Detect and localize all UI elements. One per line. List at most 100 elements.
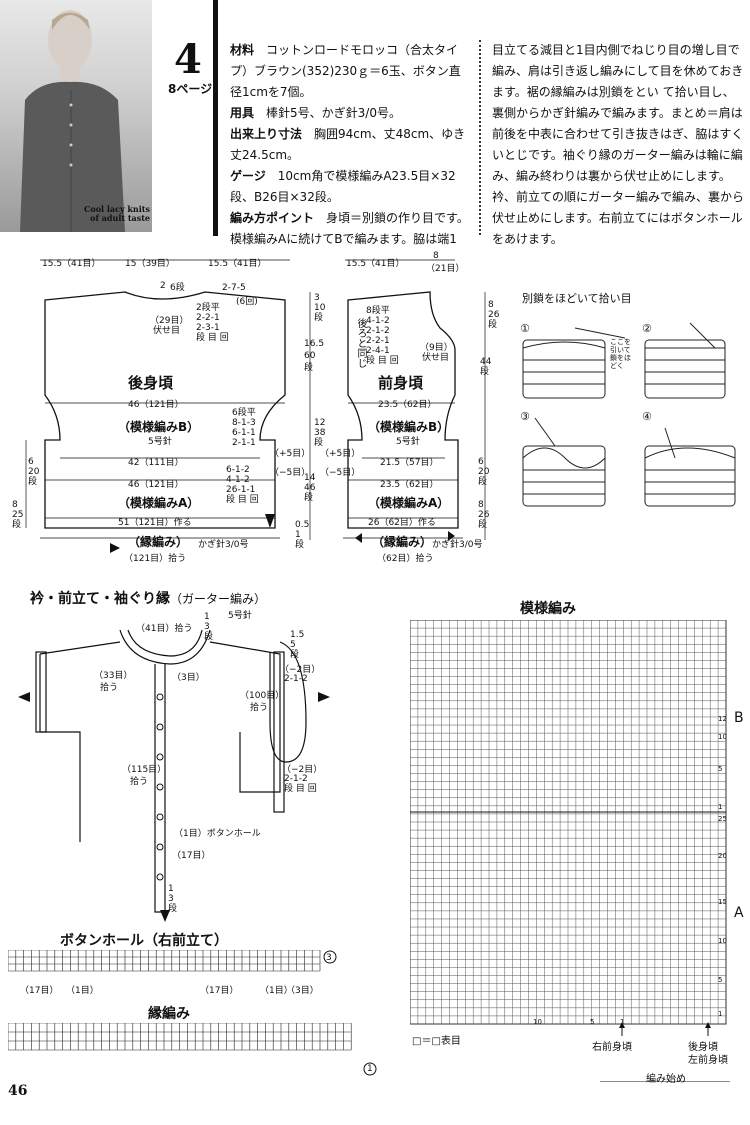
front-title: 前身頃: [378, 374, 424, 392]
pattern-number: 4: [174, 36, 202, 83]
back-shoulder-dec-3: 2-3-1: [196, 323, 220, 333]
front-width-mid: 21.5（57目）: [380, 458, 439, 468]
front-needle-b: 5号針: [396, 437, 420, 447]
pattern-row-a-5: 5: [718, 976, 723, 984]
page-reference: 8ページ: [168, 82, 213, 96]
center-armhole-c: 段: [304, 363, 314, 373]
back-left-rows-2: 8 25 段: [12, 500, 23, 530]
pattern-arrow-back: 後身頃: [688, 1042, 718, 1053]
buttonhole-label-5: （3目）: [286, 986, 319, 996]
buttonhole-label-2: （1目）: [66, 986, 99, 996]
front-body-outline: [347, 291, 459, 529]
back-side-inc-3: 6-1-1: [232, 428, 256, 438]
back-left-rows-2-b: 25: [12, 510, 24, 520]
back-dec-minus: （−5目）: [270, 468, 311, 478]
buttonhole-label-4: （1目）: [260, 986, 293, 996]
front-border-hook: かぎ針3/0号: [432, 540, 483, 550]
front-neck-dec-4: 2-2-1: [366, 336, 390, 346]
back-inc-plus: （+5目）: [270, 449, 311, 459]
provisional-step-2: ②: [642, 322, 652, 335]
back-pattern-b: （模様編みB）: [118, 420, 200, 434]
back-neck-rows: 6段: [170, 283, 185, 293]
armhole-oval: [269, 641, 307, 763]
back-top-dim-2: 15（39目）: [125, 259, 175, 269]
pattern-grid: [410, 620, 727, 1025]
material-label: 材料: [230, 43, 255, 57]
front-neck-dec: 8段平 4-1-2 2-1-2 2-2-1 2-4-1 段 目 回: [366, 306, 399, 366]
instructions-paragraph: 目立てる減目と1目内側でねじり目の増し目で編み、肩は引き返し編みにして目を休めて…: [492, 43, 745, 246]
points-text: 身頃＝別鎖の作り目です。模様編みAに続けてBで編みます。脇は端1: [230, 211, 469, 246]
center-lower: 14 46 段: [304, 473, 315, 503]
front-neck-dec-5: 2-4-1: [366, 346, 390, 356]
collar-seventeen: （17目）: [172, 851, 211, 861]
collar-armhole-dec2: 2-1-2: [284, 674, 308, 684]
collar-buttonhole: （1目）ボタンホール: [174, 829, 261, 839]
back-shoulder-dec-4: 段 目 回: [196, 333, 229, 343]
center-bottom-b: 1: [295, 530, 301, 540]
collar-band: [119, 629, 211, 665]
back-left-rows-1: 6 20 段: [28, 457, 39, 487]
back-shoulder-short: 2-7-5: [222, 283, 246, 293]
pattern-row-b-12: 12: [718, 715, 727, 723]
center-armhole: 16.5 60 段: [304, 338, 324, 374]
collar-subtitle: （ガーター編み）: [170, 592, 267, 606]
back-pick: （121目）拾う: [124, 554, 187, 564]
collar-top-rows-b: 3: [204, 622, 210, 632]
pattern-row-b-5: 5: [718, 765, 723, 773]
collar-title: 衿・前立て・袖ぐり縁（ガーター編み）: [30, 588, 266, 608]
collar-front-pick: （115目）: [122, 765, 167, 775]
front-right-rows-4-c: 段: [478, 520, 488, 530]
left-armhole-arrow: [18, 692, 30, 702]
pattern-row-a-20: 20: [718, 852, 727, 860]
gauge-line: ゲージ 10cm角で模様編みA23.5目×32段、B26目×32段。: [230, 166, 470, 208]
pattern-arrow-left-front: 左前身頃: [688, 1055, 728, 1066]
front-inc-plus: （+5目）: [320, 449, 361, 459]
collar-side-pick: （33目）: [94, 671, 133, 681]
instructions-text: 目立てる減目と1目内側でねじり目の増し目で編み、肩は引き返し編みにして目を休めて…: [492, 40, 744, 250]
text-divider: [479, 40, 481, 235]
front-right-rows-3: 6 20 段: [478, 457, 489, 487]
collar-side-pick2: 拾う: [100, 683, 119, 693]
back-left-rows-2-a: 8: [12, 500, 18, 510]
points-label: 編み方ポイント: [230, 211, 315, 225]
provisional-step-1: ①: [520, 322, 530, 335]
front-top-dim-2: 8: [433, 251, 439, 261]
caption-line-2: of adult taste: [90, 213, 150, 223]
front-same-as-back: 後ろと同じ: [355, 318, 366, 368]
collar-needle: 5号針: [228, 611, 252, 621]
back-shoulder-short-rows: (6回): [236, 297, 258, 307]
collar-top-rows-c: 段: [204, 632, 214, 642]
size-line: 出来上り寸法 胸囲94cm、丈48cm、ゆき丈24.5cm。: [230, 124, 470, 166]
right-armhole-arrow: [318, 692, 330, 702]
back-shoulder-dec-1: 2段平: [196, 303, 220, 313]
tools-label: 用具: [230, 106, 255, 120]
back-left-rows-1-a: 6: [28, 457, 34, 467]
model-silhouette: [20, 10, 125, 232]
collar-three: （3目）: [172, 673, 205, 683]
back-width-upper: 46（121目）: [128, 400, 184, 410]
back-pattern-a: （模様編みA）: [118, 496, 200, 510]
collar-bottom-rows-c: 段: [168, 904, 178, 914]
center-armhole-a: 16.5: [304, 339, 325, 349]
gauge-text: 10cm角で模様編みA23.5目×32段、B26目×32段。: [230, 169, 456, 204]
center-top-c: 段: [314, 313, 324, 323]
back-top-dim-3: 15.5（41目）: [208, 259, 267, 269]
collar-armhole-pick: （100目）: [240, 691, 285, 701]
back-side-dec-1: 6-1-2: [226, 465, 250, 475]
buttonhole-label-1: （17目）: [20, 986, 59, 996]
front-cast-on: 26（62目）作る: [368, 518, 436, 528]
pattern-legend-symbol: □＝□: [412, 1036, 441, 1047]
back-side-inc-1: 6段平: [232, 408, 256, 418]
front-border-pick: （62目）拾う: [377, 554, 434, 564]
center-top-a: 3: [314, 293, 320, 303]
collar-armhole-pick2: 拾う: [250, 703, 269, 713]
pattern-label-a: A: [734, 905, 744, 921]
model-photo: Cool lacy knits of adult taste: [0, 0, 152, 232]
back-side-inc: 6段平 8-1-3 6-1-1 2-1-1: [232, 408, 256, 448]
back-side-inc-2: 8-1-3: [232, 418, 256, 428]
collar-title-main: 衿・前立て・袖ぐり縁: [30, 591, 170, 607]
front-neck-dec-3: 2-1-2: [366, 326, 390, 336]
center-bottom-c: 段: [295, 540, 305, 550]
back-side-dec-3: 26-1-1: [226, 485, 256, 495]
front-right-rows-1-c: 段: [488, 320, 498, 330]
